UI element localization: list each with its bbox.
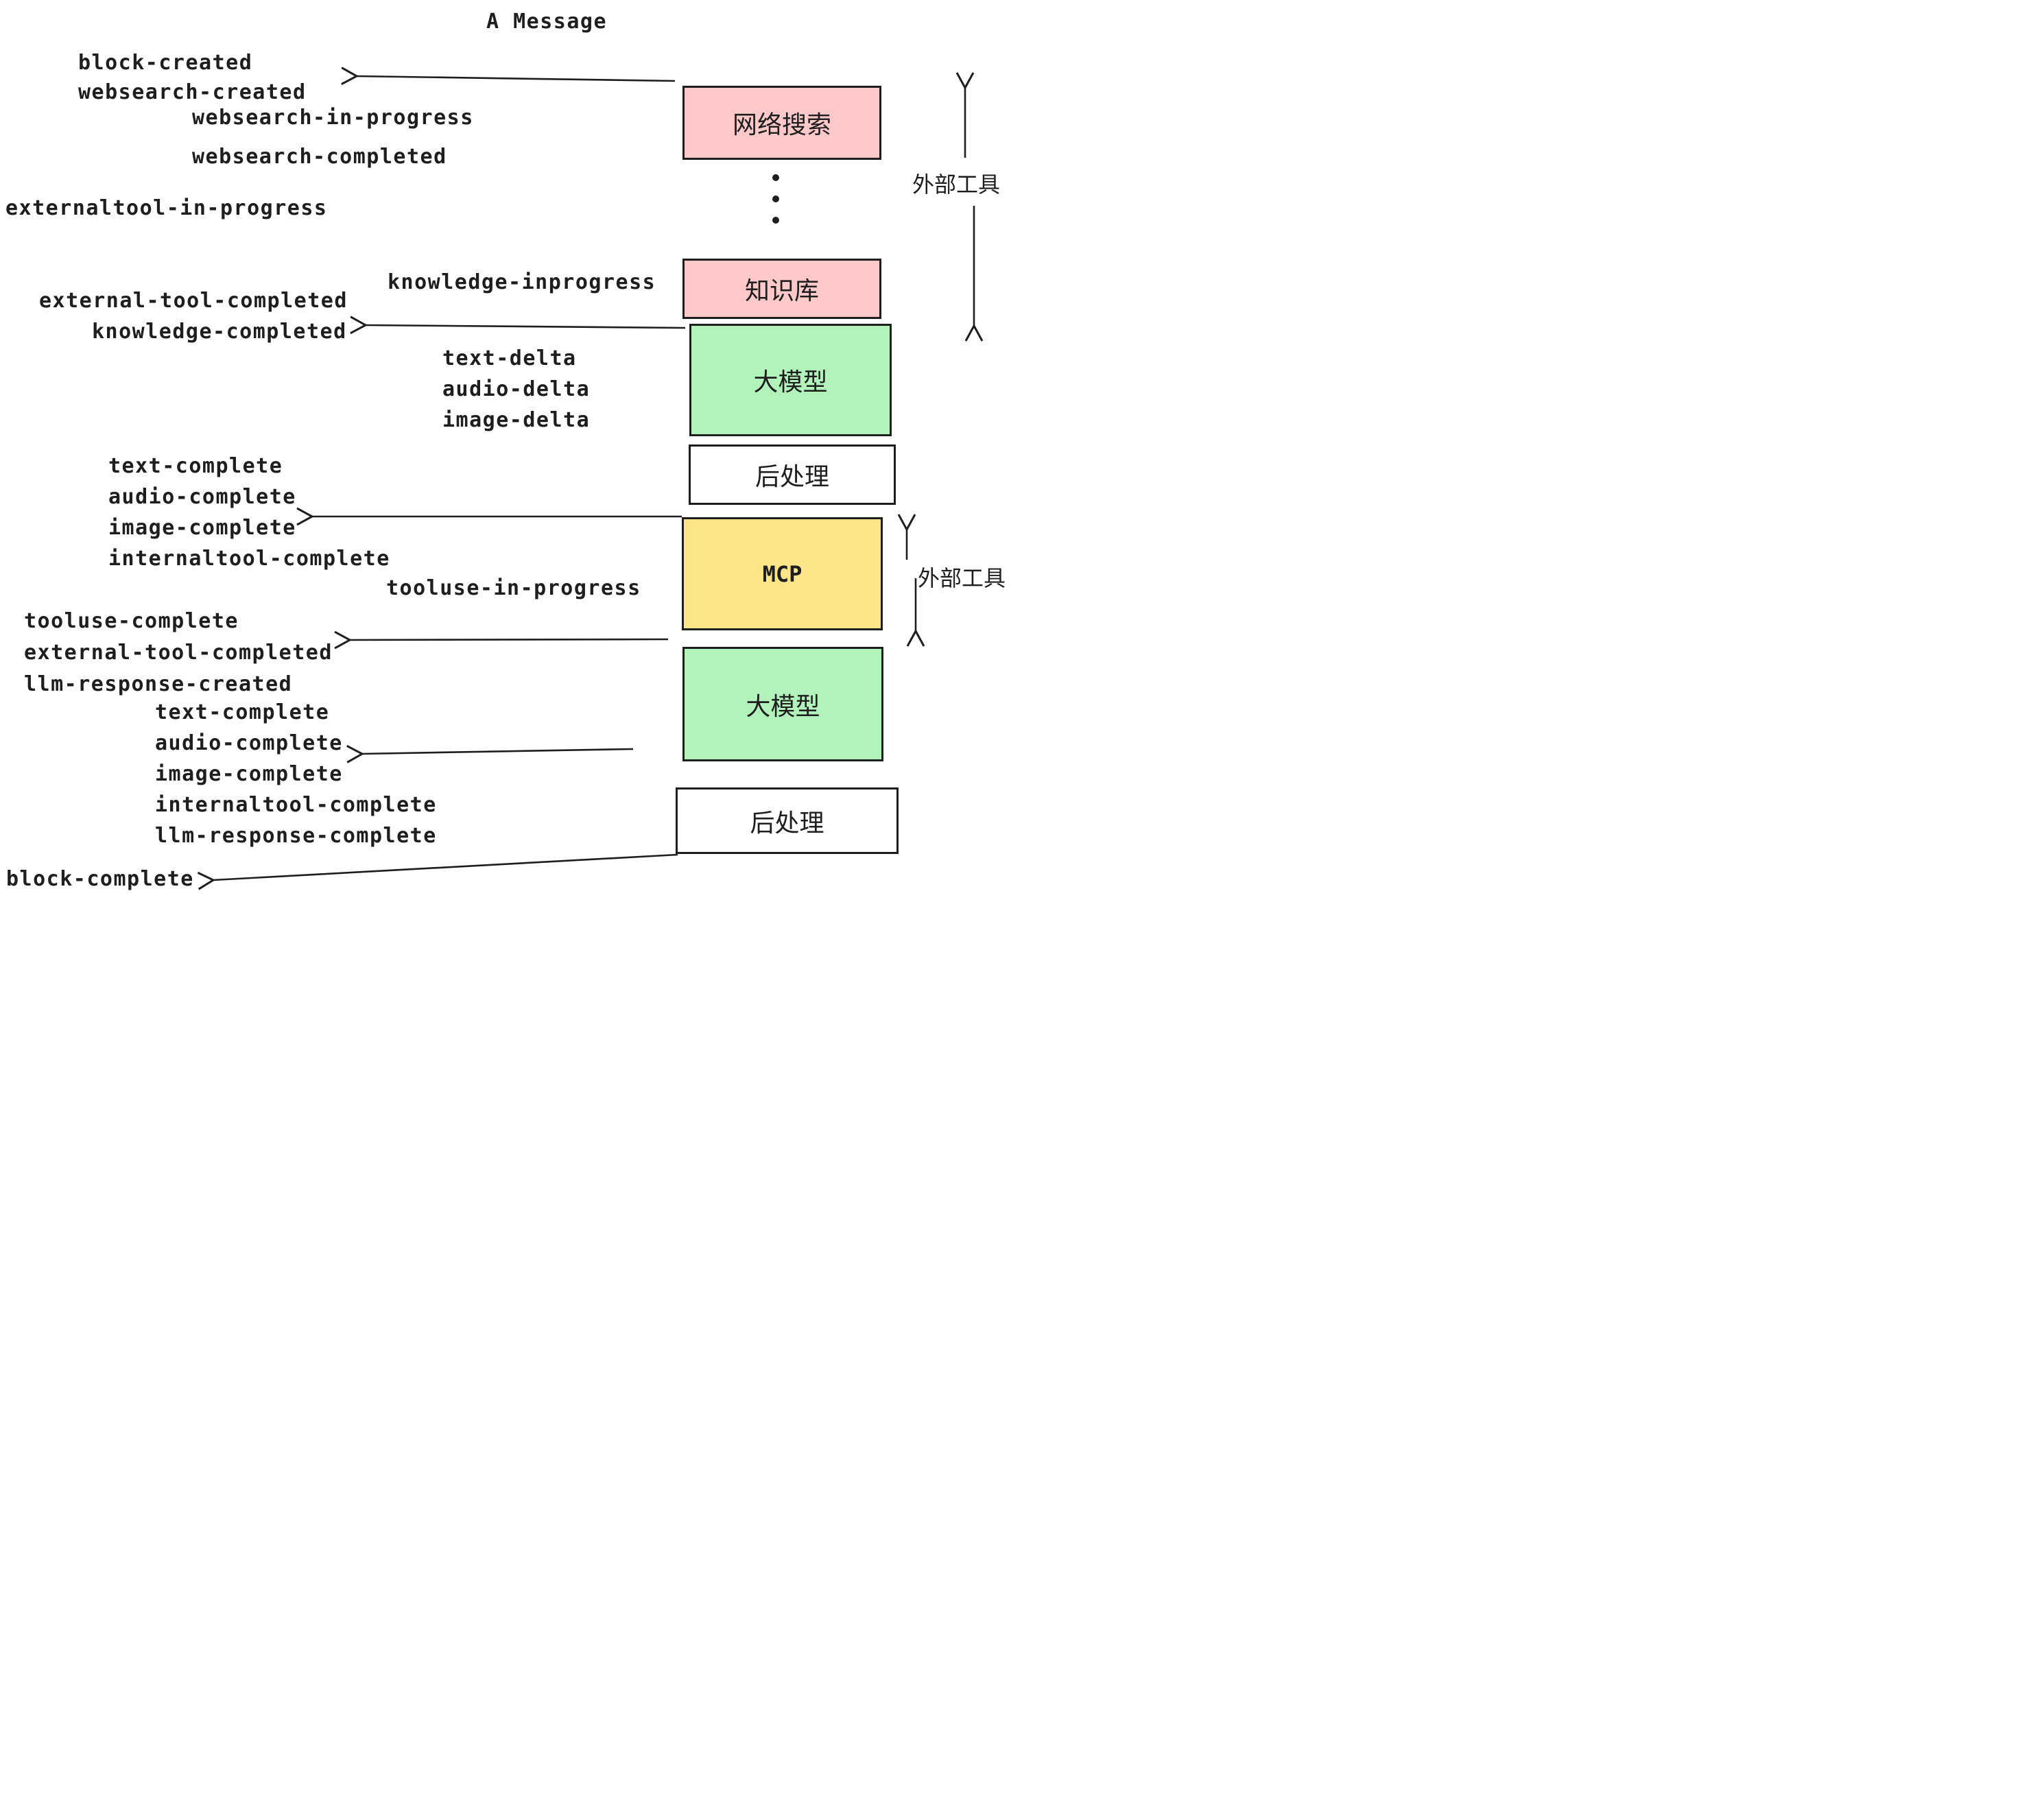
node-knowledge-label: 知识库: [744, 276, 819, 305]
arrow-to-knowledge-completed: [350, 316, 686, 335]
arrows-layer: [197, 67, 984, 890]
arrow-to-audio-complete: [346, 745, 634, 763]
node-postprocess-1-label: 后处理: [754, 462, 829, 490]
node-knowledge: 知识库: [682, 259, 881, 319]
ellipsis-dot: [772, 174, 779, 181]
node-websearch-label: 网络搜索: [732, 110, 831, 139]
event-block-created: block-created: [78, 51, 253, 75]
node-llm-2: 大模型: [682, 647, 883, 761]
event-image-complete-2: image-complete: [155, 762, 343, 786]
diagram-title: A Message: [486, 10, 608, 34]
event-external-tool-completed-2: external-tool-completed: [24, 641, 333, 665]
arrow-to-block-complete: [197, 853, 678, 890]
sequence-diagram: A Message block-created websearch-create…: [0, 0, 1022, 902]
arrow-to-tooluse-complete: [334, 630, 669, 650]
node-postprocess-2-label: 后处理: [750, 808, 824, 837]
event-websearch-completed: websearch-completed: [192, 145, 447, 169]
event-knowledge-completed: knowledge-completed: [92, 320, 347, 344]
event-text-delta: text-delta: [442, 346, 577, 370]
event-audio-delta: audio-delta: [442, 377, 591, 401]
event-llm-response-created: llm-response-created: [24, 672, 293, 696]
node-mcp-label: MCP: [762, 560, 803, 587]
event-text-complete: text-complete: [108, 454, 283, 478]
external-tools-annotation-1: 外部工具: [912, 172, 1001, 197]
event-audio-complete: audio-complete: [108, 485, 296, 509]
event-audio-complete-2: audio-complete: [155, 731, 343, 755]
event-websearch-in-progress: websearch-in-progress: [192, 106, 474, 130]
event-websearch-created: websearch-created: [78, 80, 307, 104]
event-tooluse-complete: tooluse-complete: [24, 609, 239, 633]
external-tools-annotation-2: 外部工具: [918, 566, 1006, 591]
node-postprocess-1: 后处理: [689, 444, 896, 505]
node-llm-1: 大模型: [689, 324, 892, 436]
node-websearch: 网络搜索: [682, 86, 881, 160]
event-internaltool-complete-2: internaltool-complete: [155, 793, 437, 817]
arrow-to-websearch-created: [341, 67, 676, 85]
ellipsis-dot: [772, 195, 779, 202]
event-internaltool-complete: internaltool-complete: [108, 547, 390, 571]
event-image-delta: image-delta: [442, 408, 591, 432]
event-llm-response-complete: llm-response-complete: [155, 824, 437, 848]
node-llm-2-label: 大模型: [746, 691, 820, 720]
event-text-complete-2: text-complete: [155, 700, 330, 724]
node-postprocess-2: 后处理: [676, 787, 899, 854]
node-mcp: MCP: [682, 517, 883, 630]
event-external-tool-completed: external-tool-completed: [39, 289, 348, 313]
event-block-complete: block-complete: [6, 867, 194, 891]
node-llm-1-label: 大模型: [753, 368, 828, 396]
event-externaltool-in-progress: externaltool-in-progress: [5, 196, 328, 220]
event-tooluse-in-progress: tooluse-in-progress: [386, 576, 641, 600]
event-image-complete: image-complete: [108, 516, 296, 540]
event-knowledge-inprogress: knowledge-inprogress: [388, 270, 656, 294]
ellipsis-dot: [772, 217, 779, 224]
